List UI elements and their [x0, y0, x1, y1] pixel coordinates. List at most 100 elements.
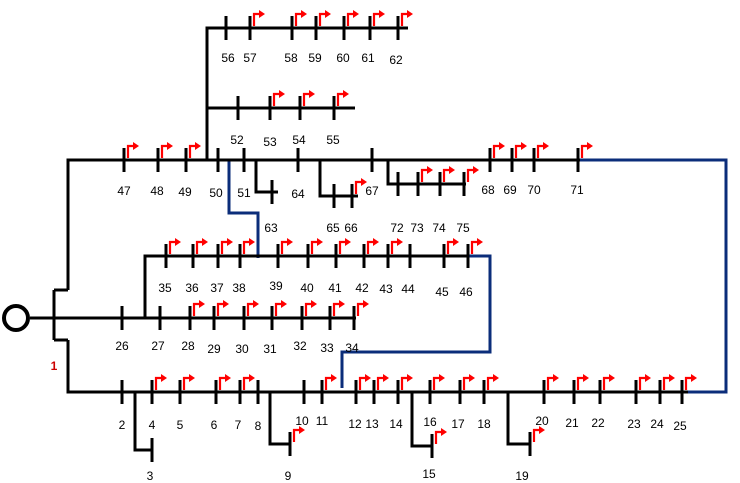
bus-36-label: 36	[185, 281, 199, 295]
load-arrow-icon-25	[684, 372, 699, 392]
load-arrow-icon-55	[336, 88, 351, 108]
bus-22-label: 22	[591, 416, 605, 430]
load-arrow-icon-38	[242, 236, 257, 256]
load-arrow-icon-35	[168, 236, 183, 256]
bus-57-label: 57	[243, 51, 257, 65]
bus-23-label: 23	[627, 417, 641, 431]
bus-31-label: 31	[263, 342, 277, 356]
bus-44-label: 44	[401, 282, 415, 296]
load-arrow-icon-62	[400, 8, 415, 28]
load-arrow-icon-40	[310, 236, 325, 256]
load-arrow-icon-68	[492, 140, 507, 160]
bus-37-label: 37	[210, 281, 224, 295]
load-arrow-icon-33	[332, 298, 347, 318]
bus-7-label: 7	[235, 418, 242, 432]
tie-line-50-39	[227, 160, 260, 258]
bus-12-label: 12	[348, 417, 362, 431]
bus-65-label: 65	[326, 221, 340, 235]
load-arrow-icon-22	[602, 372, 617, 392]
load-arrow-icon-9	[292, 424, 307, 444]
load-arrow-icon-30	[246, 298, 261, 318]
bus-3-label: 3	[147, 469, 154, 483]
bus-61-label: 61	[361, 51, 375, 65]
bus-40-label: 40	[300, 281, 314, 295]
load-arrow-icon-12	[358, 372, 373, 392]
branch-65-66	[318, 160, 358, 198]
bus-51-label: 51	[237, 186, 251, 200]
load-arrow-icon-20	[546, 372, 561, 392]
bus-8-label: 8	[255, 419, 262, 433]
bus-26-label: 26	[115, 339, 129, 353]
load-arrow-icon-53	[272, 88, 287, 108]
load-arrow-icon-70	[536, 140, 551, 160]
bus-33-label: 33	[320, 341, 334, 355]
load-arrow-icon-75	[466, 164, 481, 184]
load-arrow-icon-46	[470, 236, 485, 256]
load-arrow-icon-29	[216, 298, 231, 318]
load-arrow-icon-58	[294, 8, 309, 28]
bus-13-label: 13	[365, 417, 379, 431]
branch-3	[133, 392, 152, 452]
bus-46-label: 46	[459, 285, 473, 299]
load-arrow-icon-31	[274, 298, 289, 318]
bus-25-label: 25	[673, 419, 687, 433]
bus-60-label: 60	[336, 51, 350, 65]
load-arrow-icon-61	[372, 8, 387, 28]
bus-24-label: 24	[650, 417, 664, 431]
load-arrow-icon-48	[160, 140, 175, 160]
load-arrow-icon-69	[514, 140, 529, 160]
bus-16-label: 16	[423, 415, 437, 429]
load-arrow-icon-54	[302, 88, 317, 108]
branch-9	[268, 392, 290, 446]
load-arrow-icon-36	[195, 236, 210, 256]
load-arrow-icon-7	[242, 372, 257, 392]
load-arrow-icon-73	[420, 164, 435, 184]
load-arrow-icon-21	[576, 372, 591, 392]
bus-70-label: 70	[527, 183, 541, 197]
bus-39-label: 39	[269, 279, 283, 293]
bus-68-label: 68	[481, 183, 495, 197]
bus-9-label: 9	[285, 469, 292, 483]
bus-10-label: 10	[295, 414, 309, 428]
load-arrow-icon-57	[252, 8, 267, 28]
bus-20-label: 20	[535, 414, 549, 428]
feeder-bottom-riser	[66, 340, 688, 394]
load-arrow-icon-23	[638, 372, 653, 392]
branch-51-64	[254, 160, 278, 194]
bus-67-label: 67	[365, 184, 379, 198]
bus-64-label: 64	[291, 187, 305, 201]
load-arrow-icon-60	[346, 8, 361, 28]
bus-14-label: 14	[389, 417, 403, 431]
bus-54-label: 54	[292, 133, 306, 147]
bus-43-label: 43	[379, 282, 393, 296]
load-arrow-icon-14	[400, 372, 415, 392]
bus-47-label: 47	[117, 184, 131, 198]
bus-48-label: 48	[150, 184, 164, 198]
bus-66-label: 66	[344, 221, 358, 235]
load-arrow-icon-32	[304, 298, 319, 318]
bus-42-label: 42	[355, 281, 369, 295]
bus-28-label: 28	[181, 339, 195, 353]
bus-2-label: 2	[119, 418, 126, 432]
bus-21-label: 21	[565, 416, 579, 430]
bus-72-label: 72	[390, 221, 404, 235]
load-arrow-icon-43	[390, 236, 405, 256]
load-arrow-icon-49	[188, 140, 203, 160]
load-arrow-icon-17	[462, 372, 477, 392]
load-arrow-icon-37	[220, 236, 235, 256]
bus-69-label: 69	[503, 183, 517, 197]
load-arrow-icon-5	[182, 372, 197, 392]
load-arrow-icon-41	[338, 236, 353, 256]
load-arrow-icon-74	[442, 164, 457, 184]
bus-17-label: 17	[451, 417, 465, 431]
bus-4-label: 4	[149, 418, 156, 432]
bus-73-label: 73	[410, 221, 424, 235]
load-arrow-icon-42	[366, 236, 381, 256]
load-arrow-icon-15	[434, 426, 449, 446]
bus-35-label: 35	[158, 281, 172, 295]
bus-30-label: 30	[235, 342, 249, 356]
bus-49-label: 49	[178, 185, 192, 199]
bus-41-label: 41	[328, 281, 342, 295]
bus-62-label: 62	[389, 53, 403, 67]
